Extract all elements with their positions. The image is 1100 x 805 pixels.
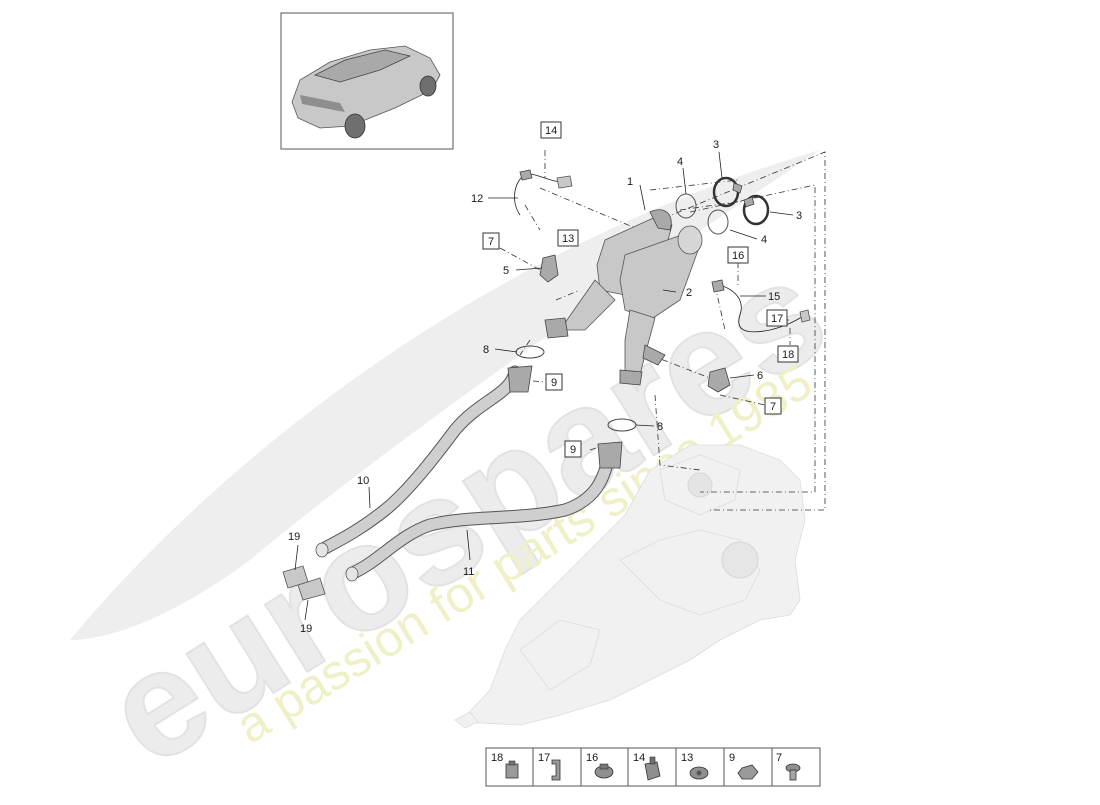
vehicle-thumbnail (280, 12, 454, 150)
callout-labels: 1 2 3 3 4 4 5 6 8 8 10 11 12 15 19 19 (288, 139, 802, 635)
parts-legend: 18 17 16 14 13 (485, 747, 821, 787)
svg-text:7: 7 (770, 401, 776, 413)
svg-text:9: 9 (570, 444, 576, 456)
holder-icon (594, 763, 614, 779)
boxed-callout-13[interactable]: 13 (557, 229, 579, 247)
catalytic-converter-2 (619, 225, 703, 386)
callout-5[interactable]: 5 (503, 265, 509, 277)
callout-3-lower[interactable]: 3 (796, 210, 802, 222)
bracket-icon (689, 766, 709, 780)
svg-text:13: 13 (681, 752, 693, 764)
svg-text:16: 16 (586, 752, 598, 764)
bolt-icon (785, 763, 801, 781)
exhaust-pipe-10 (315, 365, 533, 558)
callout-19-lower[interactable]: 19 (300, 623, 312, 635)
svg-text:18: 18 (491, 752, 503, 764)
legend-item-17[interactable]: 17 (538, 752, 561, 781)
svg-text:16: 16 (732, 250, 744, 262)
boxed-callout-7-upper[interactable]: 7 (482, 232, 500, 250)
legend-item-13[interactable]: 13 (681, 752, 709, 780)
callout-10[interactable]: 10 (357, 475, 369, 487)
clamp-3-lower (742, 194, 770, 226)
svg-text:9: 9 (729, 752, 735, 764)
callout-4-lower[interactable]: 4 (761, 234, 767, 246)
oxygen-sensor-rear (711, 279, 811, 333)
callout-3-upper[interactable]: 3 (713, 139, 719, 151)
callout-1[interactable]: 1 (627, 176, 633, 188)
svg-text:7: 7 (488, 236, 494, 248)
clip-icon (551, 759, 561, 781)
svg-text:14: 14 (545, 125, 557, 137)
boxed-callout-18[interactable]: 18 (777, 345, 799, 363)
legend-item-14[interactable]: 14 (633, 752, 661, 781)
svg-text:9: 9 (551, 377, 557, 389)
svg-text:17: 17 (538, 752, 550, 764)
boxed-callout-9-upper[interactable]: 9 (545, 373, 563, 391)
bracket-5 (539, 254, 559, 283)
nut-icon (737, 764, 759, 780)
svg-text:17: 17 (771, 313, 783, 325)
svg-text:14: 14 (633, 752, 645, 764)
callout-19-upper[interactable]: 19 (288, 531, 300, 543)
boxed-callout-7-lower[interactable]: 7 (764, 397, 782, 415)
boxed-callout-14[interactable]: 14 (540, 121, 562, 139)
boxed-callout-9-lower[interactable]: 9 (564, 440, 582, 458)
svg-text:7: 7 (776, 752, 782, 764)
engine-gearbox-ghost (454, 444, 806, 729)
legend-item-18[interactable]: 18 (491, 752, 519, 779)
legend-item-7[interactable]: 7 (776, 752, 801, 781)
callout-11[interactable]: 11 (463, 566, 474, 578)
legend-item-9[interactable]: 9 (729, 752, 759, 780)
seal-4-lower (707, 209, 729, 235)
svg-text:18: 18 (782, 349, 794, 361)
legend-item-16[interactable]: 16 (586, 752, 614, 779)
sensor-plug-icon (644, 756, 661, 781)
callout-6[interactable]: 6 (757, 370, 763, 382)
callout-12[interactable]: 12 (471, 193, 483, 205)
svg-text:13: 13 (562, 233, 574, 245)
boxed-callout-16[interactable]: 16 (727, 246, 749, 264)
oxygen-sensor-front (514, 169, 573, 216)
boxed-callouts: 14 13 7 16 17 18 9 7 (482, 121, 799, 458)
callout-15[interactable]: 15 (768, 291, 780, 303)
callout-4-upper[interactable]: 4 (677, 156, 683, 168)
callout-8-right[interactable]: 8 (657, 421, 663, 433)
leader-lines (294, 151, 794, 621)
callout-2[interactable]: 2 (686, 287, 692, 299)
clamp-19-lower (297, 577, 326, 601)
clamp-3-upper (712, 176, 743, 208)
bracket-6 (707, 367, 731, 393)
exhaust-pipe-11 (345, 441, 623, 582)
callout-8-left[interactable]: 8 (483, 344, 489, 356)
car-icon (291, 45, 441, 139)
connector-icon (505, 760, 519, 779)
boxed-callout-17[interactable]: 17 (766, 309, 788, 327)
